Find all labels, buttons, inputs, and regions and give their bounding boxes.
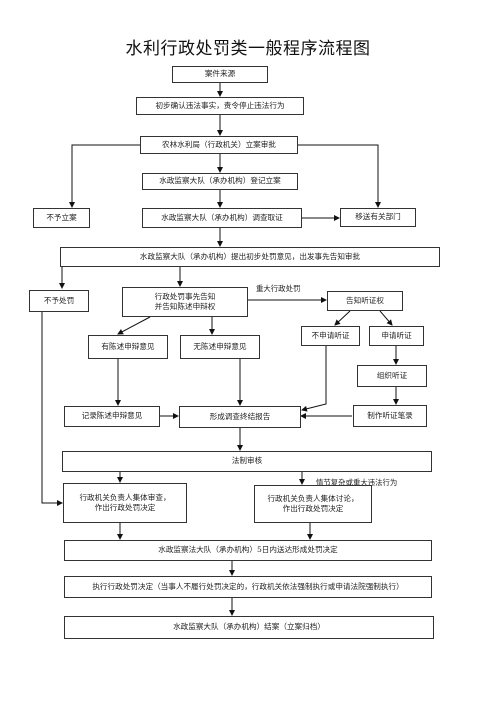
diagram-title: 水利行政处罚类一般程序流程图 [125,39,371,59]
node-initial-confirm: 初步确认违法事实，责令停止违法行为 [136,97,304,115]
node-legal-review: 法制审核 [62,451,432,472]
node-preliminary-opinion: 水政监察大队（承办机构）提出初步处罚意见，出发事先告知审批 [60,247,440,267]
node-investigation: 水政监察大队（承办机构）调查取证 [142,208,302,228]
arrow-hearing-request [379,310,393,326]
node-no-filing: 不予立案 [33,208,90,228]
node-transfer: 移送有关部门 [340,208,416,227]
node-delivery: 水政监察法大队（承办机构）5日内送达形成处罚决定 [64,540,432,561]
node-final-report: 形成调查终结报告 [179,406,301,428]
label-major-penalty: 重大行政处罚 [256,284,301,293]
arrow-nopenalty-decisionA [41,312,63,506]
node-hearing-transcript: 制作听证笔录 [353,405,427,427]
arrow-hearing-norequest [334,310,351,326]
node-prior-notice: 行政处罚事先告知 并告知陈述申辩权 [122,287,248,317]
label-complex-case: 情节复杂或重大违法行为 [316,478,398,487]
arrow-review-transfer [298,144,381,208]
node-no-hearing-request: 不申请听证 [301,326,360,346]
node-decision-collective-review: 行政机关负责人集体审查， 作出行政处罚决定 [63,483,187,523]
node-decision-collective-discussion: 行政机关负责人集体讨论， 作出行政处罚决定 [254,485,372,523]
node-no-statement: 无陈述申辩意见 [180,335,260,359]
node-filing-review: 农林水利局（行政机关）立案审批 [140,136,298,154]
node-hearing-notice: 告知听证权 [327,291,403,311]
node-organize-hearing: 组织听证 [357,365,427,387]
node-execution: 执行行政处罚决定（当事人不履行处罚决定的，行政机关依法强制执行或申请法院强制执行… [64,576,432,598]
node-record-statement: 记录陈述申辩意见 [64,406,160,427]
node-registration: 水政监察大队（承办机构）登记立案 [142,173,298,190]
arrow-notice-has [117,316,151,335]
arrow-norequest-report [301,346,327,412]
node-no-penalty: 不予处罚 [29,290,89,312]
node-has-statement: 有陈述申辩意见 [88,335,168,359]
node-source: 案件来源 [172,66,268,83]
node-hearing-request: 申请听证 [369,326,424,346]
node-closing: 水政监察大队（承办机构）结案（立案归档） [64,616,434,639]
arrow-review-nofiling [69,144,140,208]
